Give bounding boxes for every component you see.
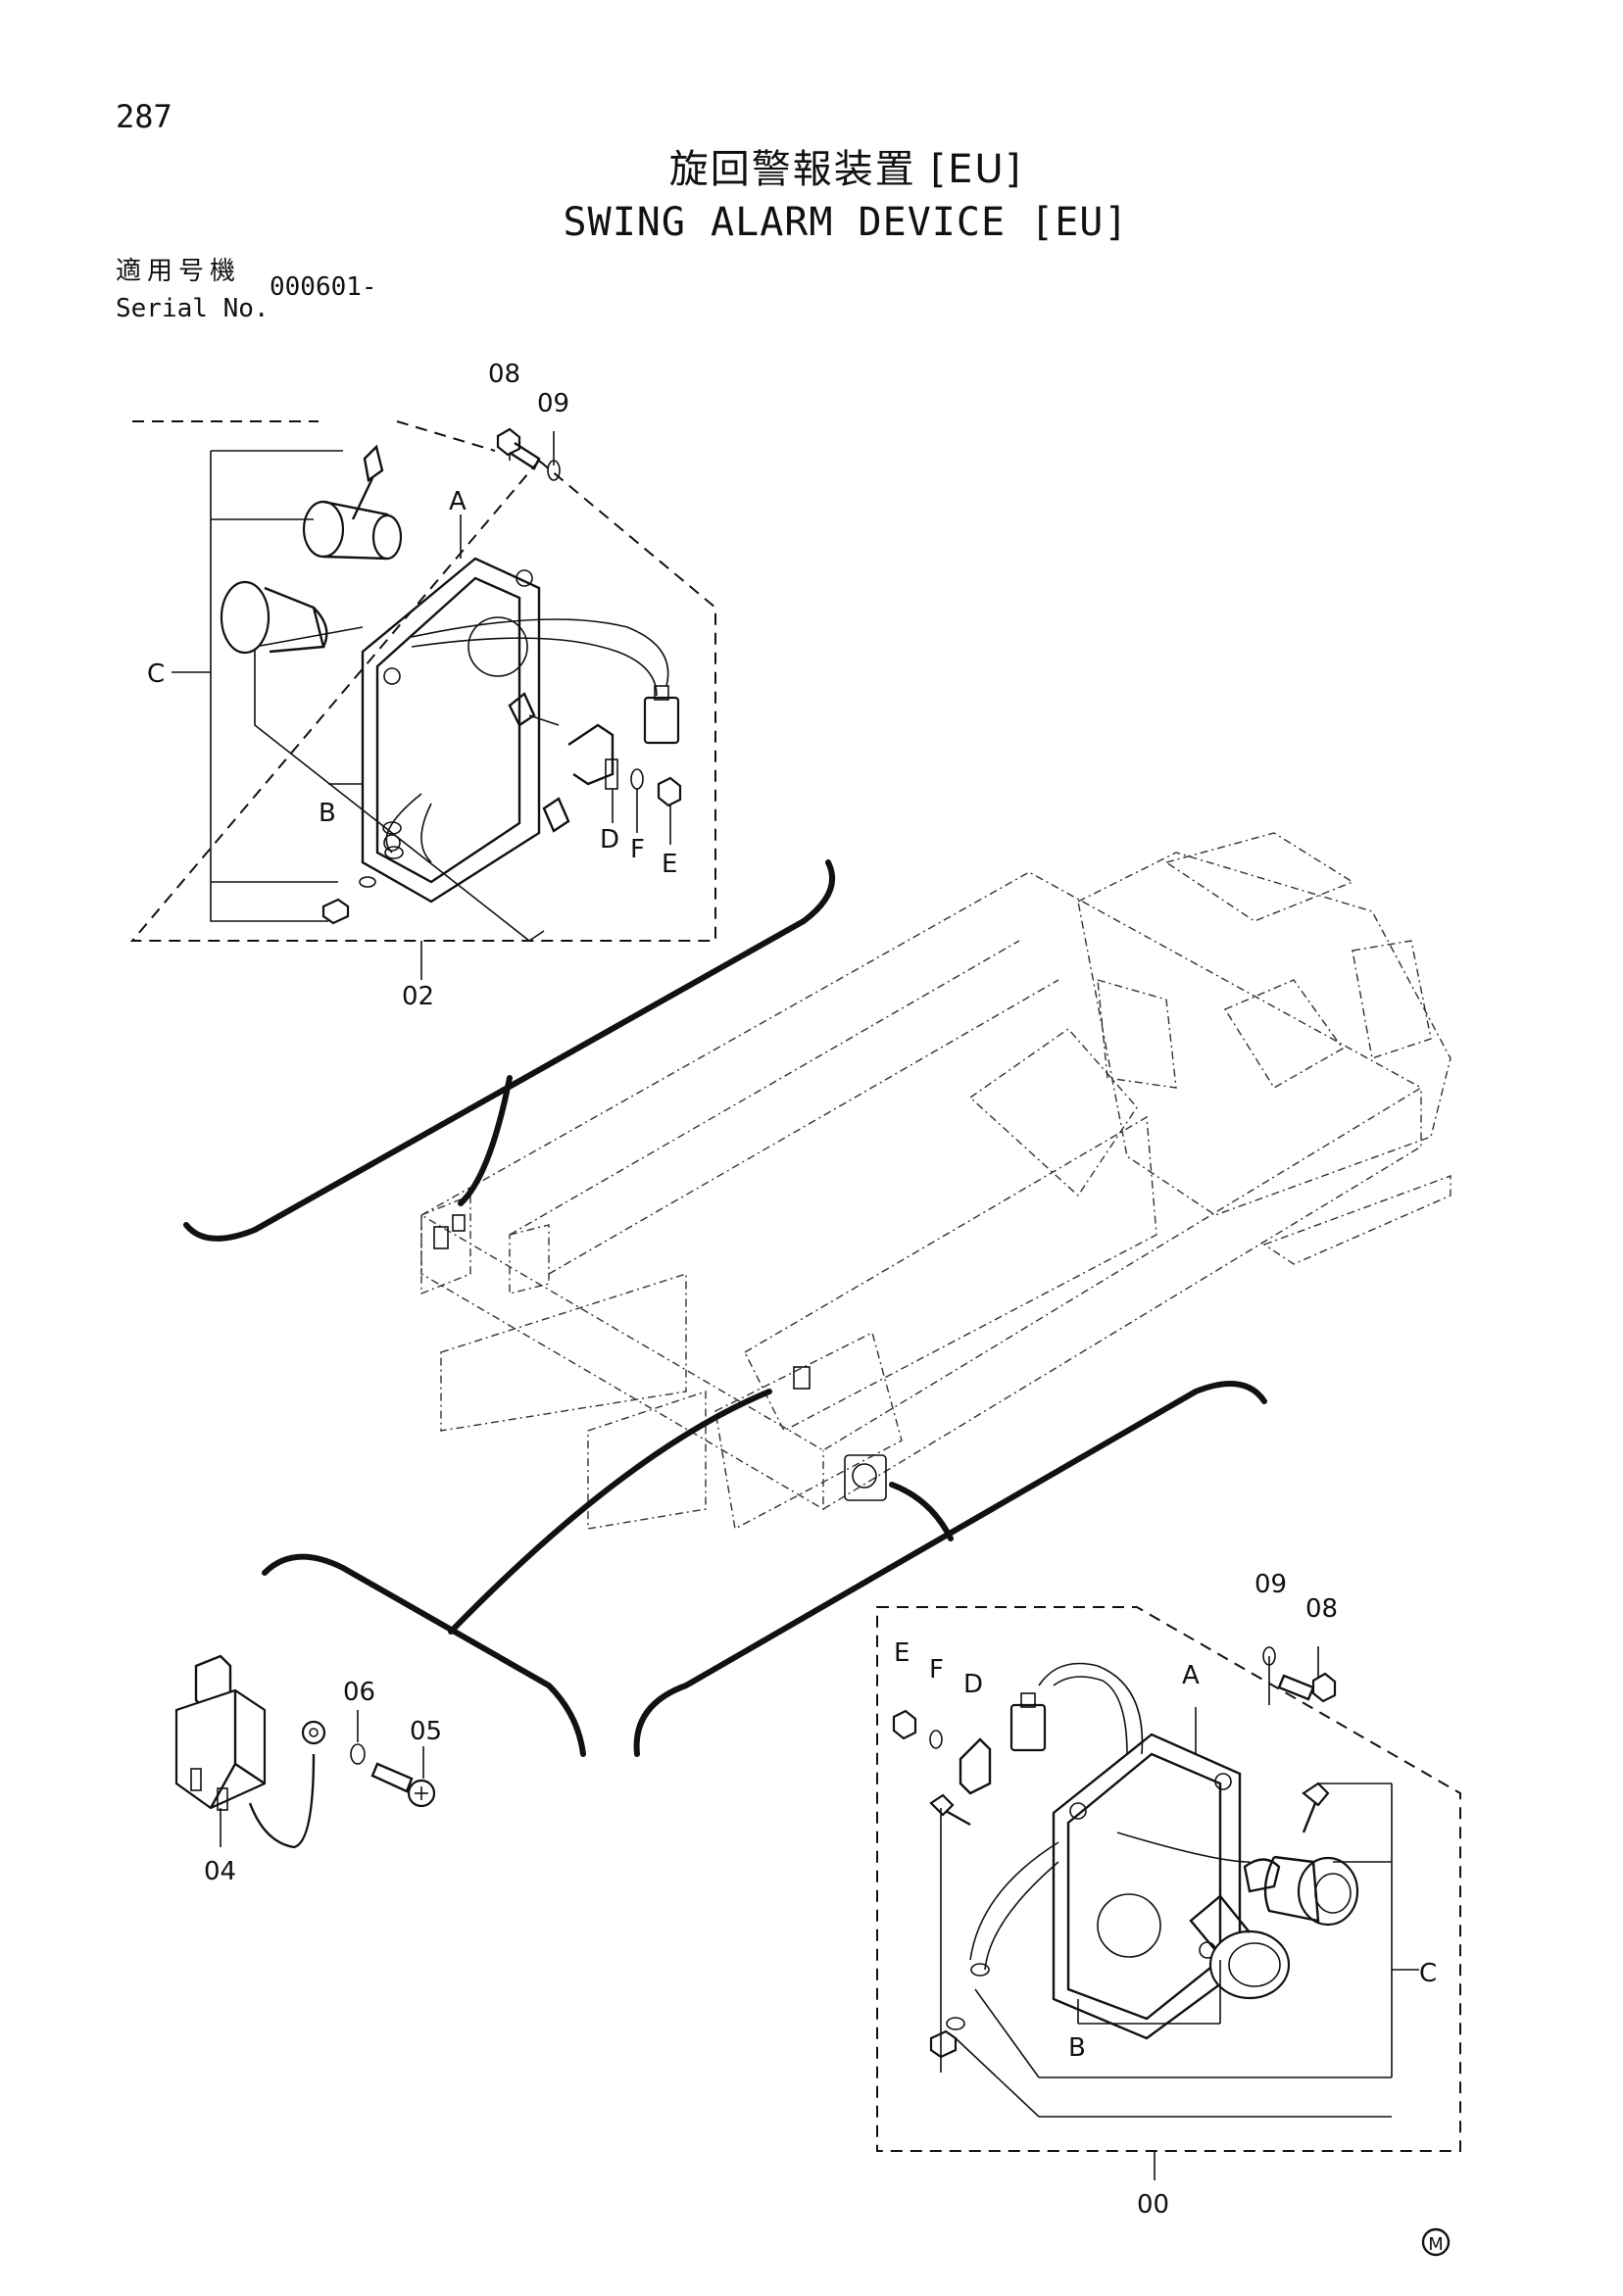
callout-top-C: C	[147, 659, 165, 689]
top-alarm-assembly: 08 09 A B C D E F 02	[129, 360, 716, 1011]
bottom-alarm-assembly: 09 08 A B C D E F 00	[876, 1570, 1461, 2220]
page-number: 287	[116, 98, 172, 135]
title-japanese: 旋回警報装置 [EU]	[668, 147, 1023, 192]
callout-bottom-D: D	[963, 1670, 983, 1699]
callout-top-assembly-number: 02	[402, 982, 434, 1011]
callout-relay-screw: 05	[410, 1717, 442, 1746]
serial-label-english: Serial No.	[116, 294, 270, 323]
serial-label: 適用号機 Serial No.	[116, 253, 270, 327]
callout-top-F: F	[630, 835, 645, 864]
callout-bottom-washer: 09	[1254, 1570, 1287, 1599]
manufacturer-mark-letter: M	[1428, 2234, 1444, 2255]
callout-bottom-F: F	[929, 1655, 944, 1685]
callout-top-B: B	[319, 799, 336, 828]
leader-pointer-bottom-left	[448, 1389, 772, 1635]
callout-bottom-bolt: 08	[1305, 1594, 1338, 1624]
leader-curve-top	[183, 859, 835, 1242]
callout-top-bolt: 08	[488, 360, 520, 389]
callout-top-A: A	[449, 487, 467, 516]
excavator-upperstructure-drawing	[419, 832, 1451, 1531]
callout-relay-washer: 06	[343, 1678, 375, 1707]
manufacturer-mark: M	[1421, 2227, 1451, 2257]
callout-top-D: D	[600, 825, 619, 855]
callout-bottom-E: E	[894, 1638, 910, 1668]
top-assembly-boundary	[129, 420, 716, 942]
leader-curve-bottom-left	[262, 1553, 586, 1757]
relay-assembly: 04 05 06	[174, 1654, 442, 1886]
serial-number-value: 000601-	[270, 272, 377, 302]
leader-pointer-top	[458, 1075, 513, 1206]
callout-bottom-assembly-number: 00	[1137, 2190, 1169, 2220]
title-block: 旋回警報装置 [EU] SWING ALARM DEVICE [EU]	[0, 137, 1623, 245]
leader-curve-bottom-right	[633, 1381, 1267, 1757]
title-english: SWING ALARM DEVICE [EU]	[563, 200, 1129, 245]
leader-pointer-bottom-right	[889, 1482, 954, 1541]
serial-label-japanese: 適用号機	[116, 257, 242, 286]
callout-bottom-C: C	[1419, 1959, 1437, 1988]
callout-bottom-A: A	[1182, 1661, 1200, 1690]
callout-top-washer: 09	[537, 389, 569, 418]
callout-top-E: E	[662, 850, 677, 879]
callout-relay: 04	[204, 1857, 236, 1886]
callout-bottom-B: B	[1068, 2033, 1086, 2063]
bottom-assembly-boundary	[876, 1606, 1461, 2152]
